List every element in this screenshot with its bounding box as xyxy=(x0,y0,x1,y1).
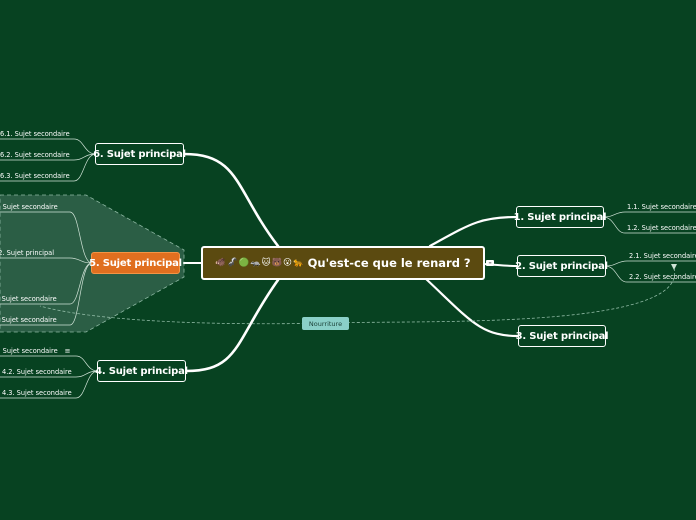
branch-to-topic-6 xyxy=(182,152,280,248)
main-topic-5[interactable]: 5. Sujet principal xyxy=(89,252,182,274)
main-topic-1-label: 1. Sujet principal xyxy=(513,211,607,223)
subtopic-4-3[interactable]: 4.3. Sujet secondaire xyxy=(2,389,72,397)
main-topic-3-label: 3. Sujet principal xyxy=(515,330,609,342)
subtopic-5-2[interactable]: 5.2. Sujet principal xyxy=(0,249,55,257)
note-icon[interactable]: ≡ xyxy=(486,260,494,266)
subtopic-2-2[interactable]: 2.2. Sujet secondaire xyxy=(629,273,696,281)
subtopic-5-4[interactable]: 5.4. Sujet secondaire xyxy=(0,316,57,324)
main-topic-1[interactable]: 1. Sujet principal xyxy=(513,206,607,228)
main-topic-3[interactable]: 3. Sujet principal xyxy=(515,325,609,347)
central-topic-title: Qu'est-ce que le renard ? xyxy=(307,256,471,270)
main-topic-4[interactable]: 4. Sujet principal xyxy=(95,360,188,382)
main-topic-2[interactable]: 2. Sujet principal xyxy=(515,255,608,277)
sub-branches xyxy=(0,138,696,399)
relationship-label[interactable]: Nourriture xyxy=(302,317,349,330)
main-topic-2-label: 2. Sujet principal xyxy=(515,260,608,272)
subtopic-4-1[interactable]: 4.1. Sujet secondaire ≡ xyxy=(0,347,71,355)
branch-to-topic-4 xyxy=(184,278,280,373)
main-topic-4-label: 4. Sujet principal xyxy=(95,365,188,377)
subtopic-5-3[interactable]: 5.3. Sujet secondaire xyxy=(0,295,57,303)
subtopic-6-2[interactable]: 6.2. Sujet secondaire xyxy=(0,151,70,159)
subtopic-1-2[interactable]: 1.2. Sujet secondaire xyxy=(627,224,696,232)
subtopic-2-1[interactable]: 2.1. Sujet secondaire xyxy=(629,252,696,260)
branch-to-topic-1 xyxy=(428,215,519,248)
main-topic-6[interactable]: 6. Sujet principal xyxy=(93,143,186,165)
relationship-arrow-icon xyxy=(671,264,677,270)
subtopic-6-1[interactable]: 6.1. Sujet secondaire xyxy=(0,130,70,138)
main-topic-6-label: 6. Sujet principal xyxy=(93,148,186,160)
subtopic-6-3[interactable]: 6.3. Sujet secondaire xyxy=(0,172,70,180)
main-topic-5-label: 5. Sujet principal xyxy=(89,257,182,269)
main-branches xyxy=(182,152,520,373)
central-topic-icons: 🐗🦨🟢🦡🐱🐻😮🐆 xyxy=(215,258,305,268)
subtopic-4-2[interactable]: 4.2. Sujet secondaire xyxy=(2,368,72,376)
central-topic[interactable]: 🐗🦨🟢🦡🐱🐻😮🐆 Qu'est-ce que le renard ? xyxy=(201,246,485,280)
subtopic-1-1[interactable]: 1.1. Sujet secondaire xyxy=(627,203,696,211)
subtopic-5-1[interactable]: 5.1. Sujet secondaire xyxy=(0,203,58,211)
collapse-icon[interactable]: ≡ xyxy=(64,347,71,355)
branch-to-topic-3 xyxy=(423,276,520,338)
